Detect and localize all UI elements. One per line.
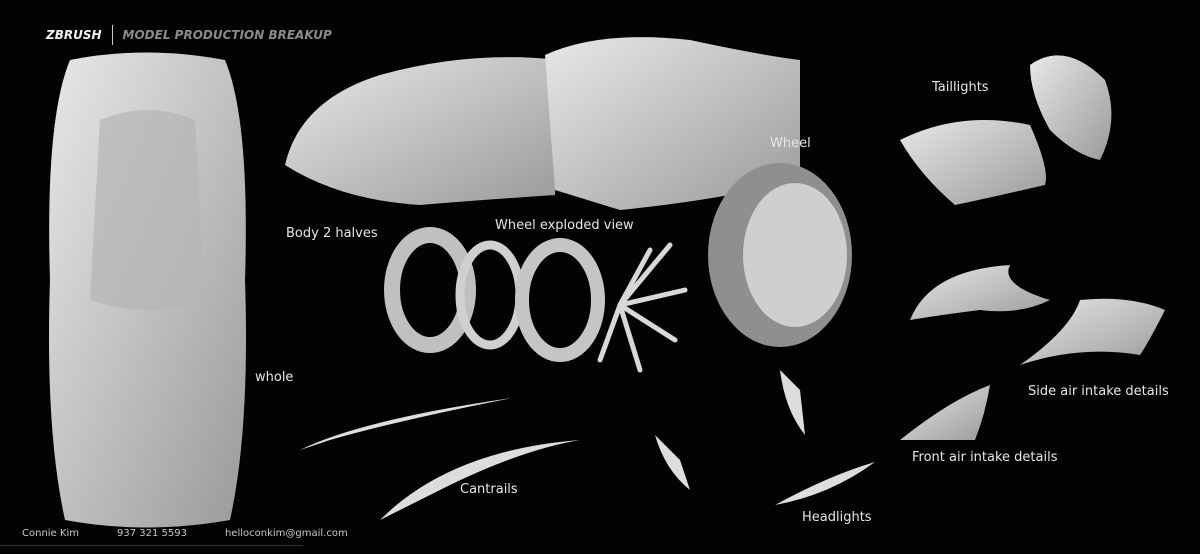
- label-whole: whole: [255, 370, 294, 385]
- taillight-2: [1030, 55, 1112, 160]
- cantrail-2: [380, 440, 580, 520]
- headlight-2: [655, 435, 690, 490]
- brand-title: ZBRUSH: [46, 28, 102, 42]
- page-title: MODEL PRODUCTION BREAKUP: [122, 28, 332, 42]
- label-wheel-exploded: Wheel exploded view: [495, 218, 634, 233]
- footer: Connie Kim 937 321 5593 helloconkim@gmai…: [22, 528, 348, 539]
- cantrail-1: [300, 398, 512, 450]
- taillight-1: [900, 120, 1046, 205]
- tire: [384, 227, 476, 353]
- author-name: Connie Kim: [22, 528, 79, 539]
- phone: 937 321 5593: [116, 528, 187, 539]
- label-body: Body 2 halves: [286, 226, 378, 241]
- label-cantrails: Cantrails: [460, 482, 518, 497]
- rim-ring-2: [515, 238, 605, 362]
- label-side-air: Side air intake details: [1028, 384, 1169, 399]
- spokes: [597, 242, 688, 373]
- header: ZBRUSH MODEL PRODUCTION BREAKUP: [46, 25, 332, 45]
- front-air-intake: [900, 385, 990, 440]
- side-air-intake-1: [910, 265, 1050, 320]
- label-wheel: Wheel: [770, 136, 811, 151]
- email: helloconkim@gmail.com: [224, 528, 348, 539]
- headlight-1: [780, 370, 805, 435]
- footer-divider: [0, 545, 303, 546]
- headlight-3: [775, 462, 875, 505]
- label-headlights: Headlights: [802, 510, 872, 525]
- body-half-rear: [545, 37, 800, 211]
- label-front-air: Front air intake details: [912, 450, 1058, 465]
- side-air-intake-2: [1020, 298, 1165, 365]
- body-half-front: [285, 57, 560, 206]
- label-taillights: Taillights: [932, 80, 989, 95]
- header-divider: [111, 25, 113, 45]
